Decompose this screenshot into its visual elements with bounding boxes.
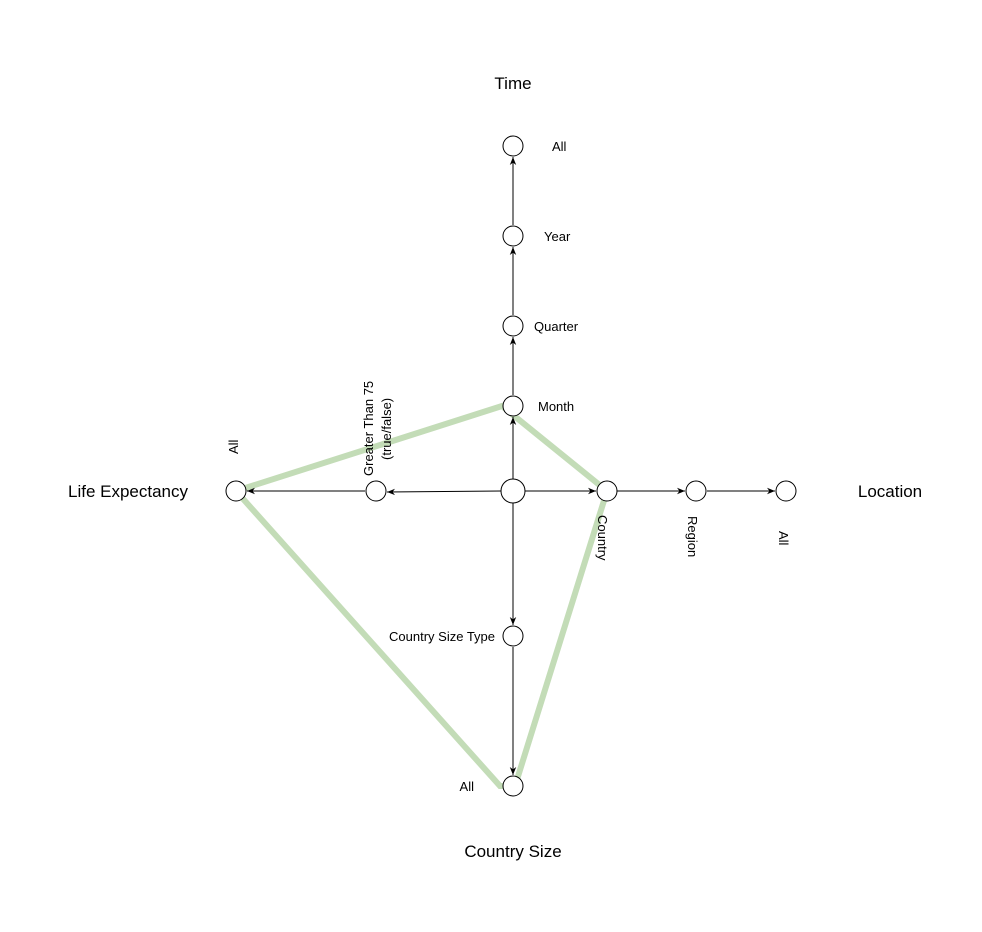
label-size-all: All (460, 779, 475, 794)
node-size-type (502, 625, 524, 647)
node-life-all (225, 480, 247, 502)
label-time-month: Month (538, 399, 574, 414)
label-life-gt75-line1: Greater Than 75 (361, 381, 376, 476)
node-location-country (596, 480, 618, 502)
node-time-quarter (502, 315, 524, 337)
location-dimension-title: Location (858, 482, 922, 501)
node-life-gt75 (365, 480, 387, 502)
life-expectancy-dimension-title: Life Expectancy (68, 482, 189, 501)
label-time-all: All (552, 139, 567, 154)
time-dimension-title: Time (494, 74, 531, 93)
label-location-country: Country (595, 515, 610, 561)
label-life-all: All (226, 439, 241, 454)
node-location-all (775, 480, 797, 502)
node-time-month (502, 395, 524, 417)
node-location-region (685, 480, 707, 502)
label-location-region: Region (685, 516, 700, 557)
label-location-all: All (776, 531, 791, 546)
node-size-all (502, 775, 524, 797)
node-time-year (502, 225, 524, 247)
label-life-gt75-line2: (true/false) (379, 398, 394, 460)
highlight-polygon (230, 402, 611, 789)
label-time-year: Year (544, 229, 571, 244)
edges (247, 157, 775, 775)
node-time-all (502, 135, 524, 157)
nodes (225, 135, 797, 797)
label-time-quarter: Quarter (534, 319, 579, 334)
label-size-type: Country Size Type (389, 629, 495, 644)
country-size-dimension-title: Country Size (464, 842, 561, 861)
node-base (500, 478, 526, 504)
edge-base-to-gt75 (386, 488, 502, 496)
